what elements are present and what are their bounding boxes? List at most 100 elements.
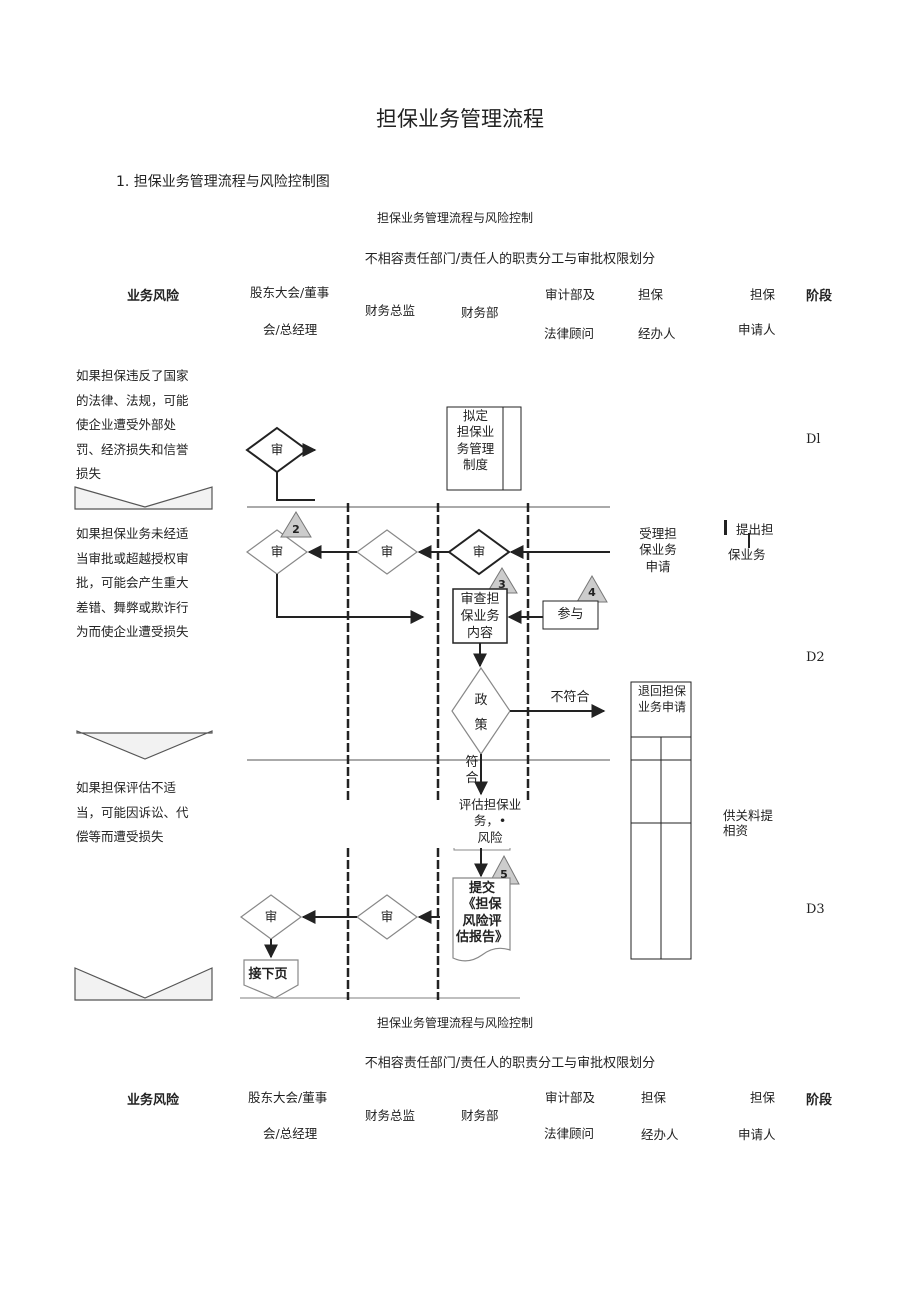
cfo-approve-diamond: 审 bbox=[380, 544, 394, 559]
evaluate-risk-box: 评估担保业 务，• 风险 bbox=[452, 797, 528, 846]
compliant-label: 符 合 bbox=[462, 755, 482, 786]
risk-chevron bbox=[74, 967, 213, 1001]
risk-line: 如果担保业务未经适 bbox=[76, 526, 189, 541]
node-line: 担保业 bbox=[456, 424, 495, 440]
submit-application-text: 提出担 保业务 bbox=[728, 522, 778, 564]
node-line: 务，• bbox=[473, 813, 507, 829]
finance-column-header: 财务部 bbox=[461, 1108, 499, 1123]
page-title: 担保业务管理流程 bbox=[376, 107, 544, 131]
provide-materials-text: 供关料提 相资 bbox=[723, 808, 783, 838]
marker-2-shape bbox=[280, 511, 312, 538]
node-line: 策 bbox=[474, 717, 488, 733]
node-line: 提交 bbox=[468, 881, 495, 896]
node-line: 保业务 bbox=[460, 608, 500, 624]
risk-line: 批，可能会产生重大 bbox=[76, 575, 189, 590]
board-approve-diamond-d3: 审 bbox=[264, 909, 278, 924]
node-line: 风险评 bbox=[462, 913, 502, 929]
node-line: 保业务 bbox=[728, 547, 766, 563]
node-line: 拟定 bbox=[462, 408, 488, 423]
return-application-box: 退回担保 业务申请 bbox=[631, 684, 693, 715]
board-column-header-line1: 股东大会/董事 bbox=[248, 1090, 328, 1105]
section-heading: 1. 担保业务管理流程与风险控制图 bbox=[116, 174, 330, 190]
node-line: 供关料提 bbox=[723, 808, 774, 823]
audit-column-header-line1: 审计部及 bbox=[545, 287, 596, 302]
risk-column-header: 业务风险 bbox=[127, 1093, 180, 1108]
finance-approve-diamond: 审 bbox=[472, 544, 486, 559]
risk-chevron bbox=[74, 486, 213, 510]
policy-diamond: 政 策 bbox=[466, 693, 496, 735]
board-column-header-line2: 会/总经理 bbox=[263, 322, 318, 337]
applicant-column-header-line2: 申请人 bbox=[738, 1127, 776, 1142]
report-document-shape bbox=[452, 877, 511, 962]
node-line: 风险 bbox=[477, 829, 503, 845]
risk-line: 当，可能因诉讼、代 bbox=[76, 804, 189, 820]
next-page-connector-shape bbox=[243, 959, 299, 999]
agent-column-header-line1: 担保 bbox=[638, 287, 664, 302]
risk-text-legal: 如果担保违反了国家 的法律、法规，可能 使企业遭受外部处 罚、经济损失和信誉 损… bbox=[76, 364, 204, 487]
audit-column-header-line1: 审计部及 bbox=[545, 1090, 596, 1105]
marker-4: 4 bbox=[588, 586, 596, 599]
division-heading-repeat: 不相容责任部门/责任人的职责分工与审批权限划分 bbox=[364, 1056, 656, 1071]
node-line: 保业务 bbox=[639, 542, 677, 558]
risk-line: 的法律、法规，可能 bbox=[76, 392, 189, 408]
stage-d3: D3 bbox=[806, 902, 825, 917]
risk-line: 罚、经济损失和信誉 bbox=[76, 441, 189, 457]
node-line: 估报告》 bbox=[455, 929, 508, 945]
risk-text-approval: 如果担保业务未经适 当审批或超越授权审 批，可能会产生重大 差错、舞弊或欺诈行 … bbox=[76, 522, 204, 645]
draft-box-shape bbox=[446, 406, 522, 491]
node-line: 退回担保 bbox=[637, 684, 686, 698]
stage-d1: Dl bbox=[806, 432, 821, 447]
risk-line: 如果担保违反了国家 bbox=[76, 368, 189, 383]
audit-column-header-line2: 法律顾问 bbox=[544, 326, 595, 341]
risk-chevron bbox=[76, 730, 213, 760]
approve-diamond-label: 审 bbox=[270, 442, 284, 457]
next-page-connector: 接下页 bbox=[248, 967, 288, 982]
accept-application-text: 受理担 保业务 申请 bbox=[632, 526, 684, 575]
node-line: 申请 bbox=[645, 558, 671, 574]
participate-box: 参与 bbox=[557, 607, 584, 622]
agent-column-header-line1: 担保 bbox=[641, 1090, 667, 1105]
node-line: 符 bbox=[465, 755, 479, 770]
risk-line: 使企业遭受外部处 bbox=[76, 417, 177, 432]
node-line: 务管理 bbox=[456, 440, 495, 456]
cfo-approve-diamond-d3: 审 bbox=[380, 909, 394, 924]
risk-line: 当审批或超越授权审 bbox=[76, 550, 189, 566]
stage-column-header: 阶段 bbox=[806, 289, 833, 304]
node-line: 业务申请 bbox=[637, 699, 686, 714]
marker-5: 5 bbox=[500, 868, 508, 881]
finance-approve-diamond-shape bbox=[447, 528, 511, 576]
risk-column-header: 业务风险 bbox=[127, 289, 180, 304]
participate-box-shape bbox=[542, 600, 599, 630]
board-column-header-line2: 会/总经理 bbox=[263, 1126, 318, 1141]
cfo-column-header: 财务总监 bbox=[365, 303, 416, 318]
stage-d2: D2 bbox=[806, 650, 825, 665]
marker-3: 3 bbox=[498, 578, 506, 591]
cfo-column-header: 财务总监 bbox=[365, 1108, 416, 1123]
stage-column-header: 阶段 bbox=[806, 1093, 833, 1108]
audit-column-header-line2: 法律顾问 bbox=[544, 1126, 595, 1141]
risk-line: 差错、舞弊或欺诈行 bbox=[76, 599, 189, 615]
marker-2: 2 bbox=[292, 523, 300, 536]
node-line: 内容 bbox=[466, 625, 493, 641]
node-line: 评估担保业 bbox=[458, 797, 522, 812]
applicant-column-header-line1: 担保 bbox=[750, 287, 776, 302]
agent-column-header-line2: 经办人 bbox=[641, 1127, 679, 1142]
node-line: 政 bbox=[474, 693, 488, 708]
board-approve-diamond: 审 bbox=[270, 544, 284, 559]
applicant-column-header-line2: 申请人 bbox=[738, 322, 776, 337]
node-line: 《担保 bbox=[462, 897, 502, 913]
risk-report-document: 提交 《担保 风险评 估报告》 bbox=[452, 881, 512, 946]
risk-text-evaluation: 如果担保评估不适 当，可能因诉讼、代 偿等而遭受损失 bbox=[76, 776, 204, 850]
risk-line: 偿等而遭受损失 bbox=[76, 829, 164, 844]
board-column-header-line1: 股东大会/董事 bbox=[250, 285, 330, 300]
cfo-approve-diamond-d3-shape bbox=[355, 894, 419, 940]
draft-policy-box: 拟定 担保业 务管理 制度 bbox=[448, 408, 503, 473]
division-heading: 不相容责任部门/责任人的职责分工与审批权限划分 bbox=[364, 252, 656, 267]
risk-line: 为而使企业遭受损失 bbox=[76, 624, 189, 639]
risk-line: 如果担保评估不适 bbox=[76, 780, 177, 795]
risk-line: 损失 bbox=[76, 466, 102, 481]
applicant-column-header-line1: 担保 bbox=[750, 1090, 776, 1105]
node-line: 受理担 bbox=[639, 526, 677, 541]
node-line: 合 bbox=[465, 770, 479, 786]
